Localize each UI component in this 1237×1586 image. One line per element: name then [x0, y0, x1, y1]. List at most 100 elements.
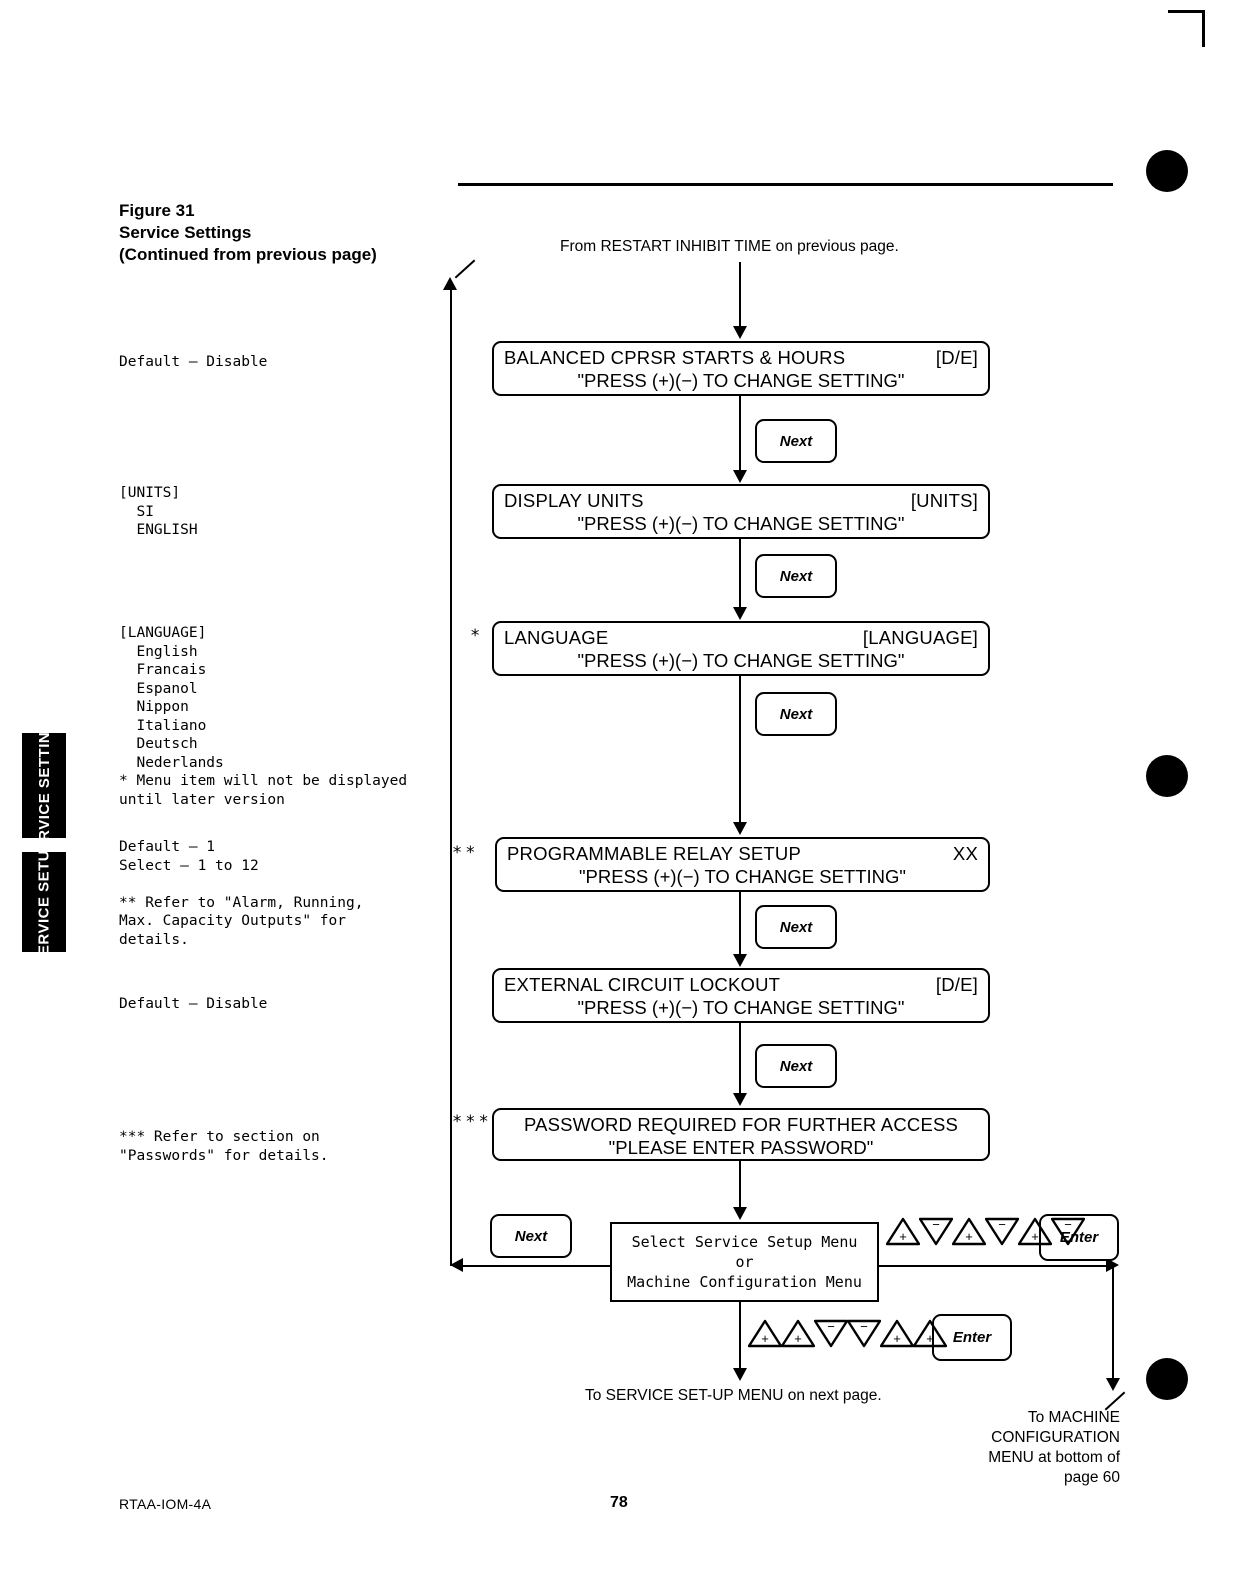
side-tab-service-setup: SERVICE SETUP: [22, 839, 66, 965]
key-up-plus-icon[interactable]: +: [886, 1216, 920, 1246]
next-button[interactable]: Next: [755, 554, 837, 598]
header-rule: [458, 183, 1113, 186]
connector-arrowhead: [733, 1207, 747, 1220]
caption-to-service-setup-menu: To SERVICE SET-UP MENU on next page.: [585, 1387, 882, 1404]
return-path-line: [450, 288, 452, 1266]
connector-arrowhead: [733, 954, 747, 967]
key-up-plus-icon[interactable]: +: [1018, 1216, 1052, 1246]
flow-box-balanced[interactable]: BALANCED CPRSR STARTS & HOURS [D/E] "PRE…: [492, 341, 990, 396]
key-down-minus-icon[interactable]: −: [985, 1216, 1019, 1246]
connector-line: [739, 539, 741, 609]
flow-box-title: DISPLAY UNITS: [504, 490, 644, 511]
key-symbol: +: [761, 1331, 769, 1346]
binder-hole-mark: [1146, 1358, 1188, 1400]
connector-line: [739, 396, 741, 472]
flow-box-select-menu[interactable]: Select Service Setup Menu or Machine Con…: [610, 1222, 879, 1302]
footnote-marker-relay: **: [452, 843, 479, 863]
side-tab-label: SERVICE SETUP: [35, 838, 53, 966]
select-menu-line-3: Machine Configuration Menu: [627, 1273, 862, 1291]
flow-box-display-units[interactable]: DISPLAY UNITS [UNITS] "PRESS (+)(−) TO C…: [492, 484, 990, 539]
key-symbol: −: [932, 1217, 940, 1232]
flow-box-title: PROGRAMMABLE RELAY SETUP: [507, 843, 802, 864]
key-up-plus-icon[interactable]: +: [880, 1318, 914, 1348]
connector-arrowhead: [733, 822, 747, 835]
binder-hole-mark: [1146, 150, 1188, 192]
service-setup-line: [739, 1298, 741, 1370]
note-units-options: [UNITS] SI ENGLISH: [119, 485, 198, 538]
footnote-marker-password: ***: [452, 1112, 492, 1132]
machine-config-line: [875, 1265, 1113, 1267]
binder-hole-mark: [1146, 755, 1188, 797]
enter-button[interactable]: Enter: [932, 1314, 1012, 1361]
connector-line: [739, 892, 741, 956]
key-down-minus-icon[interactable]: −: [1051, 1216, 1085, 1246]
figure-heading: Figure 31 Service Settings (Continued fr…: [119, 201, 377, 264]
next-button[interactable]: Next: [490, 1214, 572, 1258]
key-symbol: +: [794, 1331, 802, 1346]
enter-button[interactable]: Enter: [1039, 1214, 1119, 1261]
connector-arrowhead: [733, 1093, 747, 1106]
flow-box-external-circuit-lockout[interactable]: EXTERNAL CIRCUIT LOCKOUT [D/E] "PRESS (+…: [492, 968, 990, 1023]
side-tab-service-settings: SERVICE SETTINGS: [22, 709, 66, 862]
crop-mark: [1168, 10, 1205, 47]
key-sequence-service-setup[interactable]: +−+−+−: [886, 1216, 1085, 1246]
next-button[interactable]: Next: [755, 419, 837, 463]
select-menu-line-1: Select Service Setup Menu: [631, 1233, 858, 1251]
key-up-plus-icon[interactable]: +: [748, 1318, 782, 1348]
note-language-options: [LANGUAGE] English Francais Espanol Nipp…: [119, 625, 408, 808]
machine-config-down-line: [1112, 1265, 1114, 1380]
flow-box-value: XX: [952, 843, 978, 864]
flow-box-subtitle: "PLEASE ENTER PASSWORD": [608, 1137, 874, 1158]
key-symbol: −: [827, 1319, 835, 1334]
flow-box-value: [D/E]: [935, 974, 978, 995]
key-up-plus-icon[interactable]: +: [913, 1318, 947, 1348]
connector-line: [739, 676, 741, 824]
flow-box-value: [LANGUAGE]: [862, 627, 978, 648]
key-symbol: +: [1031, 1229, 1039, 1244]
return-path-tick: [454, 259, 476, 279]
key-symbol: +: [926, 1331, 934, 1346]
note-relay-setup: Default — 1 Select — 1 to 12 ** Refer to…: [119, 839, 364, 948]
connector-arrowhead: [733, 470, 747, 483]
flow-box-programmable-relay[interactable]: PROGRAMMABLE RELAY SETUP XX "PRESS (+)(−…: [495, 837, 990, 892]
connector-line: [739, 1023, 741, 1095]
connector-line: [739, 262, 741, 328]
caption-to-machine-configuration: To MACHINE CONFIGURATION MENU at bottom …: [988, 1409, 1120, 1486]
flow-box-title: BALANCED CPRSR STARTS & HOURS: [504, 347, 846, 368]
flow-box-value: [D/E]: [935, 347, 978, 368]
note-password-reference: *** Refer to section on "Passwords" for …: [119, 1129, 329, 1164]
next-button[interactable]: Next: [755, 905, 837, 949]
key-down-minus-icon[interactable]: −: [919, 1216, 953, 1246]
flow-box-subtitle: "PRESS (+)(−) TO CHANGE SETTING": [577, 650, 905, 671]
footer-document-number: RTAA-IOM-4A: [119, 1496, 212, 1512]
note-default-external: Default — Disable: [119, 996, 268, 1012]
flow-box-password-required[interactable]: PASSWORD REQUIRED FOR FURTHER ACCESS "PL…: [492, 1108, 990, 1161]
flow-box-language[interactable]: LANGUAGE [LANGUAGE] "PRESS (+)(−) TO CHA…: [492, 621, 990, 676]
note-default-balanced: Default — Disable: [119, 354, 268, 370]
select-menu-line-2: or: [735, 1253, 754, 1271]
key-up-plus-icon[interactable]: +: [952, 1216, 986, 1246]
footnote-marker-language: *: [470, 626, 484, 646]
flow-box-subtitle: "PRESS (+)(−) TO CHANGE SETTING": [577, 513, 905, 534]
connector-arrowhead: [733, 607, 747, 620]
flow-box-title: LANGUAGE: [504, 627, 609, 648]
next-button[interactable]: Next: [755, 1044, 837, 1088]
machine-config-down-arrowhead: [1106, 1378, 1120, 1391]
key-down-minus-icon[interactable]: −: [814, 1318, 848, 1348]
key-symbol: −: [1064, 1217, 1072, 1232]
key-up-plus-icon[interactable]: +: [781, 1318, 815, 1348]
key-symbol: −: [860, 1319, 868, 1334]
footer-page-number: 78: [610, 1494, 628, 1511]
return-path-arrowhead: [443, 277, 457, 290]
flow-box-value: [UNITS]: [910, 490, 978, 511]
key-sequence-machine-configuration[interactable]: ++−−++: [748, 1318, 947, 1348]
caption-from-previous-page: From RESTART INHIBIT TIME on previous pa…: [560, 238, 899, 255]
connector-arrowhead: [733, 326, 747, 339]
service-setup-arrowhead: [733, 1368, 747, 1381]
next-button[interactable]: Next: [755, 692, 837, 736]
flow-box-title: EXTERNAL CIRCUIT LOCKOUT: [504, 974, 781, 995]
flow-box-subtitle: "PRESS (+)(−) TO CHANGE SETTING": [578, 866, 906, 887]
key-down-minus-icon[interactable]: −: [847, 1318, 881, 1348]
key-symbol: −: [998, 1217, 1006, 1232]
connector-line: [739, 1161, 741, 1209]
